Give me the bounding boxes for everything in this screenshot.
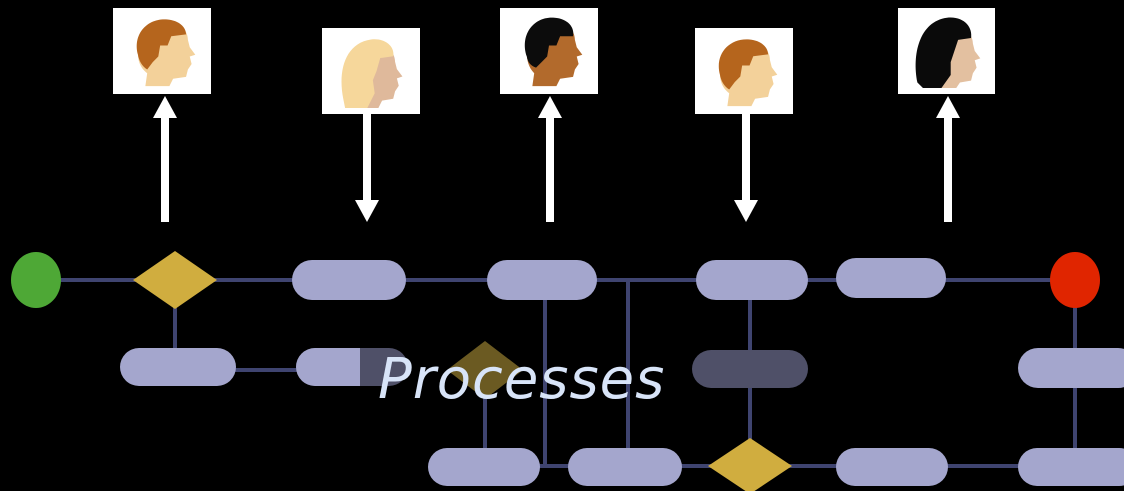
arrow-shaft [363, 114, 371, 202]
process-node [1018, 448, 1124, 486]
arrow-up-icon [936, 96, 960, 118]
actor-2 [322, 28, 420, 222]
process-node [692, 350, 808, 388]
arrow-up-icon [153, 96, 177, 118]
arrow-shaft [944, 116, 952, 222]
arrow-down-icon [355, 200, 379, 222]
actor-4 [695, 28, 793, 222]
process-node [1018, 348, 1124, 388]
decision-node [133, 251, 217, 309]
decision-node [708, 438, 792, 491]
processes-caption: Processes [378, 347, 666, 412]
arrow-down-icon [734, 200, 758, 222]
process-node [296, 348, 360, 386]
process-node [292, 260, 406, 300]
process-node [696, 260, 808, 300]
process-node [120, 348, 236, 386]
process-node [836, 258, 946, 298]
actor-3 [500, 8, 598, 222]
actor-1 [113, 8, 211, 222]
flow-shapes [11, 251, 1124, 491]
arrow-shaft [742, 114, 750, 202]
actor-row [113, 8, 995, 222]
process-node [568, 448, 682, 486]
decision-node [447, 341, 523, 399]
end-node [1050, 252, 1100, 308]
process-node [428, 448, 540, 486]
process-node [487, 260, 597, 300]
start-node [11, 252, 61, 308]
arrow-up-icon [538, 96, 562, 118]
arrow-shaft [161, 116, 169, 222]
actor-5 [898, 8, 995, 222]
arrow-shaft [546, 116, 554, 222]
process-node [836, 448, 948, 486]
